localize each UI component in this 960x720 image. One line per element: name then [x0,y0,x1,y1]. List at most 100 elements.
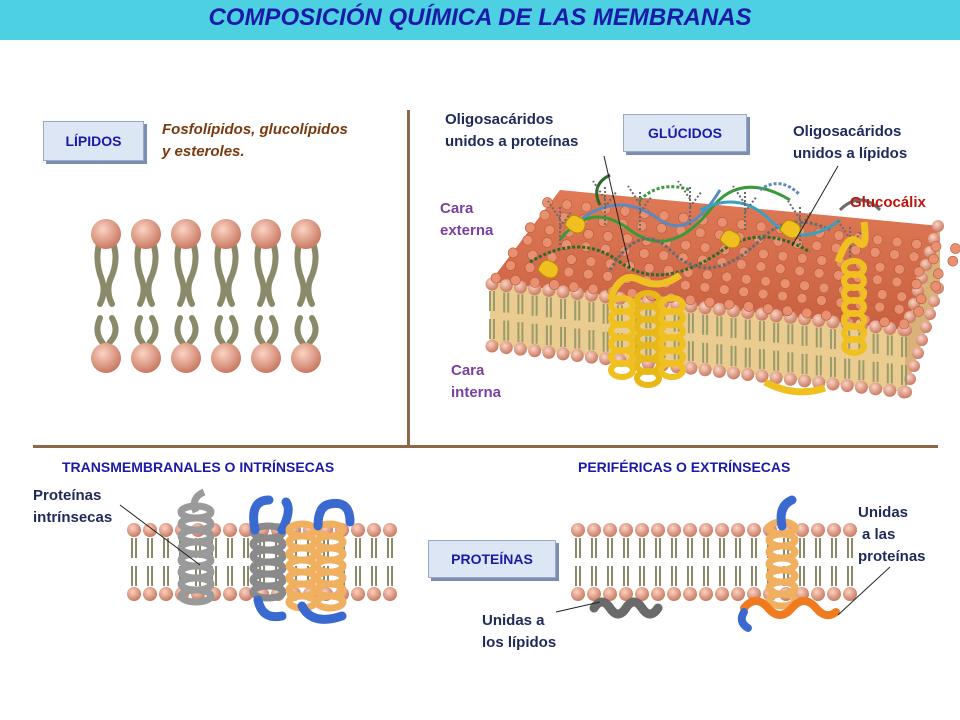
lipid-head [684,361,698,375]
lipid-head [91,219,121,249]
lipid-head [854,380,868,394]
lipid-head [777,250,789,262]
lipid-head [539,209,551,221]
lipid-head [920,321,932,333]
lipid-head [699,523,713,537]
intrinsecas-line2: intrínsecas [33,509,113,526]
lipidos-description-line1: Fosfolípidos, glucolípidos [162,121,348,138]
lipid-head [667,587,681,601]
lipid-tail [305,237,319,307]
lipid-head [753,233,764,245]
vertical-divider [407,110,410,446]
lipid-head [291,343,321,373]
lipid-head [827,587,841,601]
lipid-head [548,279,560,290]
lipid-head [820,309,832,321]
lipid-head [774,263,786,275]
lipid-head [587,283,599,295]
lipid-head [896,291,908,302]
lipid-head [510,274,521,286]
lipid-head [843,587,857,601]
lipid-head [680,279,691,291]
lipid-head [783,372,797,386]
lipid-head [499,279,513,293]
lipid-head [159,587,173,601]
membrane-block-illustration [485,173,960,399]
lipid-head [529,277,541,288]
lipid-head [894,264,905,275]
lipid-head [755,369,769,383]
cara-externa-line2: externa [440,222,494,239]
unidas-proteinas-line2: a las [862,526,896,543]
unidas-lipidos-line1: Unidas a [482,612,545,629]
lipid-head [908,251,920,263]
lipid-head [755,221,767,232]
lipid-head [932,268,944,280]
lipid-head [603,523,617,537]
lipid-head [738,286,750,298]
lipid-head [872,274,883,286]
lipid-head [351,587,365,601]
helix-protein [634,368,662,388]
unidas-proteinas-line1: Unidas [858,504,909,521]
lipid-head [699,242,711,253]
lipid-head [570,349,584,363]
lipid-head [947,255,959,267]
lipid-head [762,303,774,314]
lipid-head [131,343,161,373]
lipid-head [731,523,745,537]
lipid-head [602,271,614,282]
lipid-head [915,293,927,305]
lipid-head [544,224,556,236]
lipid-head [811,587,825,601]
lipid-head [911,238,922,250]
lipid-head [485,339,499,353]
lipid-head [367,523,381,537]
lipid-head [556,347,570,361]
lipid-tail [265,237,279,307]
lipid-head [721,271,733,283]
lipid-head [522,234,534,246]
lipid-tail [254,237,267,307]
lipid-head [251,219,281,249]
lipid-head [769,309,783,323]
oligosaccharide-chain [529,235,811,277]
perifericas-heading: PERIFÉRICAS O EXTRÍNSECAS [578,459,791,475]
lipid-head [796,292,808,304]
protein-anchored-peripheral [740,597,840,620]
lipid-head [747,523,761,537]
lipid-head [643,262,655,274]
lipid-head [760,276,772,287]
lipid-head [622,233,633,244]
oligosaccharide-branch [787,200,813,245]
lipid-head [91,343,121,373]
lipid-head [667,523,681,537]
lipid-head [757,288,769,300]
intrinsecas-line1: Proteínas [33,487,102,504]
lipid-head [782,305,793,317]
page-title: COMPOSICIÓN QUÍMICA DE LAS MEMBRANAS [208,4,752,31]
lipid-tail [185,237,199,307]
lipid-head [656,222,667,234]
lipid-head [816,255,828,266]
lipid-head [827,523,841,537]
transmembranales-heading: TRANSMEMBRANALES O INTRÍNSECAS [62,459,335,475]
lipid-head [698,363,712,377]
lipid-head [874,301,886,313]
lipid-head [683,523,697,537]
lipid-head [718,284,730,295]
lipid-head [587,523,601,537]
lipid-head [580,201,592,213]
lipid-head [779,278,791,289]
lipid-head [585,256,597,267]
lipid-head [568,281,580,293]
lipid-head [694,227,706,238]
lipid-head [131,219,161,249]
glucocalix-label: Glucocálix [850,194,926,211]
lipid-head [715,587,729,601]
lipid-head [869,382,883,396]
lipid-head [383,587,397,601]
gray-helix-protein [249,582,287,602]
lipid-head [869,320,883,334]
